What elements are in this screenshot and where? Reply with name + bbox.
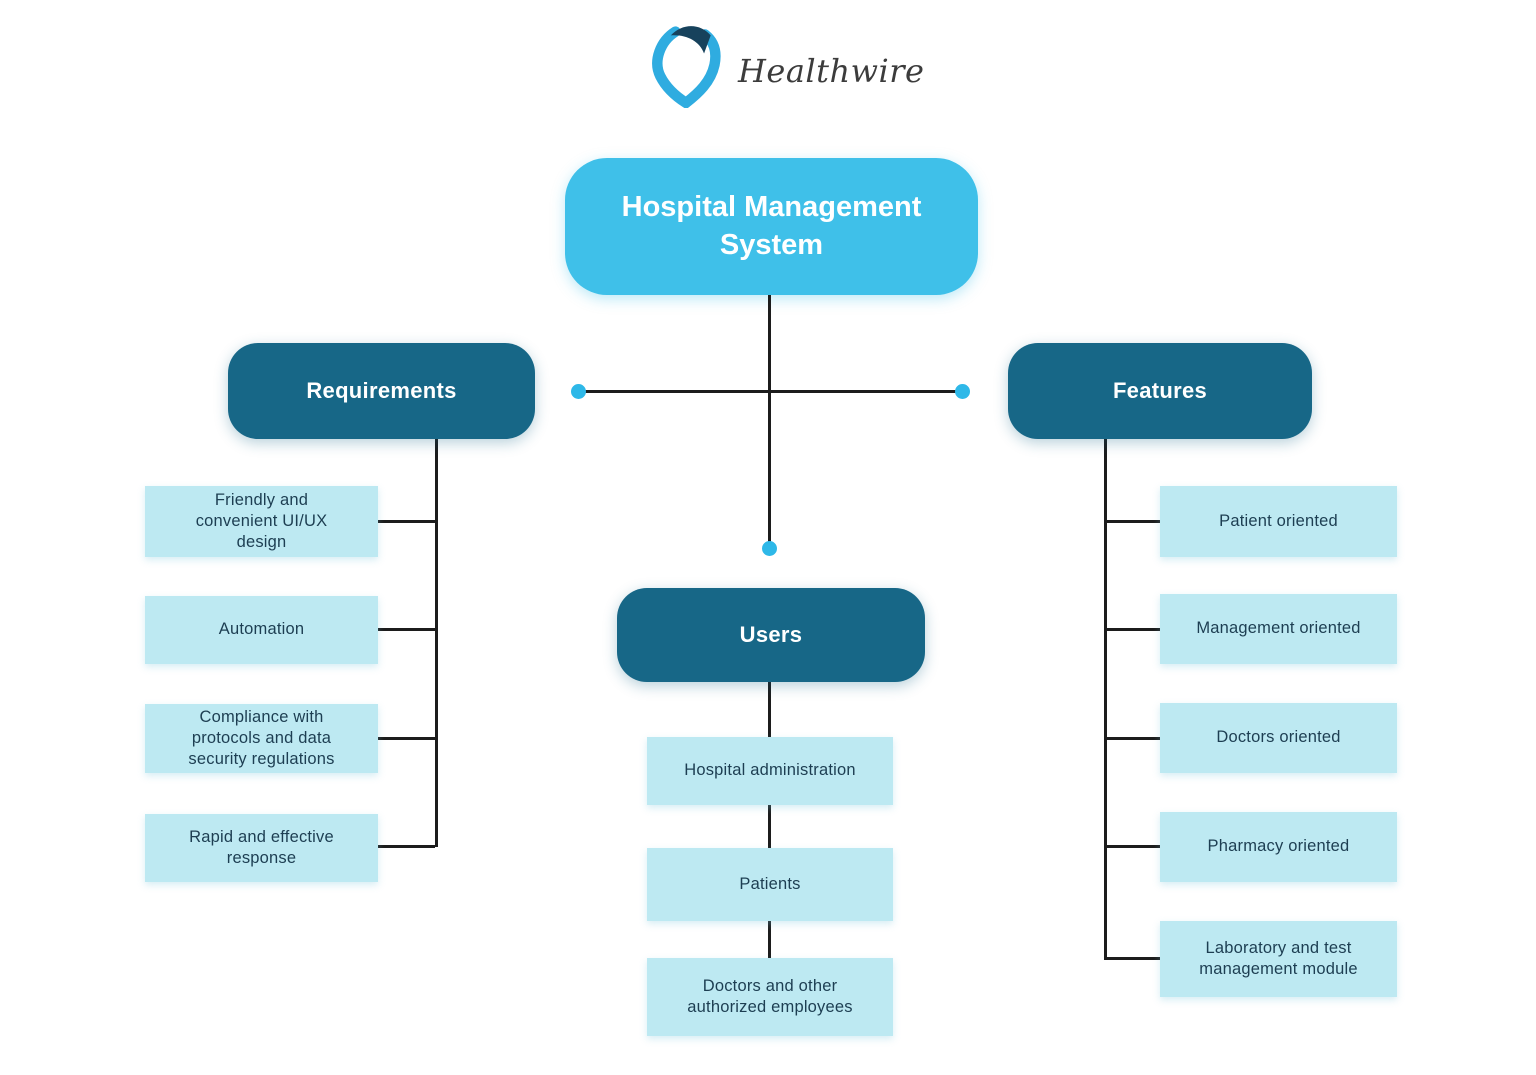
- connector-line: [378, 628, 435, 631]
- connector-line: [768, 921, 771, 958]
- brand-name: Healthwire: [738, 52, 925, 90]
- connector-line: [768, 682, 771, 737]
- user-item: Doctors and other authorized employees: [647, 958, 893, 1036]
- feature-item: Pharmacy oriented: [1160, 812, 1397, 882]
- connector-line: [1106, 628, 1160, 631]
- feature-item: Laboratory and test management module: [1160, 921, 1397, 997]
- branch-users: Users: [617, 588, 925, 682]
- requirement-item: Friendly and convenient UI/UX design: [145, 486, 378, 557]
- logo: Healthwire: [648, 16, 924, 108]
- connector-line: [1106, 957, 1160, 960]
- requirement-item: Automation: [145, 596, 378, 664]
- connector-line: [378, 520, 435, 523]
- healthwire-teardrop-icon: [648, 16, 724, 108]
- connector-dot: [571, 384, 586, 399]
- branch-requirements: Requirements: [228, 343, 535, 439]
- feature-item: Patient oriented: [1160, 486, 1397, 557]
- connector-line: [378, 845, 435, 848]
- root-node-hospital-management-system: Hospital Management System: [565, 158, 978, 295]
- connector-line: [1104, 439, 1107, 960]
- user-item: Patients: [647, 848, 893, 921]
- connector-line: [1106, 737, 1160, 740]
- requirement-item: Compliance with protocols and data secur…: [145, 704, 378, 773]
- connector-dot: [762, 541, 777, 556]
- requirement-item: Rapid and effective response: [145, 814, 378, 882]
- connector-line: [435, 439, 438, 847]
- connector-line: [768, 805, 771, 848]
- branch-features: Features: [1008, 343, 1312, 439]
- feature-item: Doctors oriented: [1160, 703, 1397, 773]
- connector-line: [768, 295, 771, 548]
- feature-item: Management oriented: [1160, 594, 1397, 664]
- connector-line: [578, 390, 963, 393]
- connector-line: [1106, 520, 1160, 523]
- user-item: Hospital administration: [647, 737, 893, 805]
- connector-line: [378, 737, 435, 740]
- connector-line: [1106, 845, 1160, 848]
- connector-dot: [955, 384, 970, 399]
